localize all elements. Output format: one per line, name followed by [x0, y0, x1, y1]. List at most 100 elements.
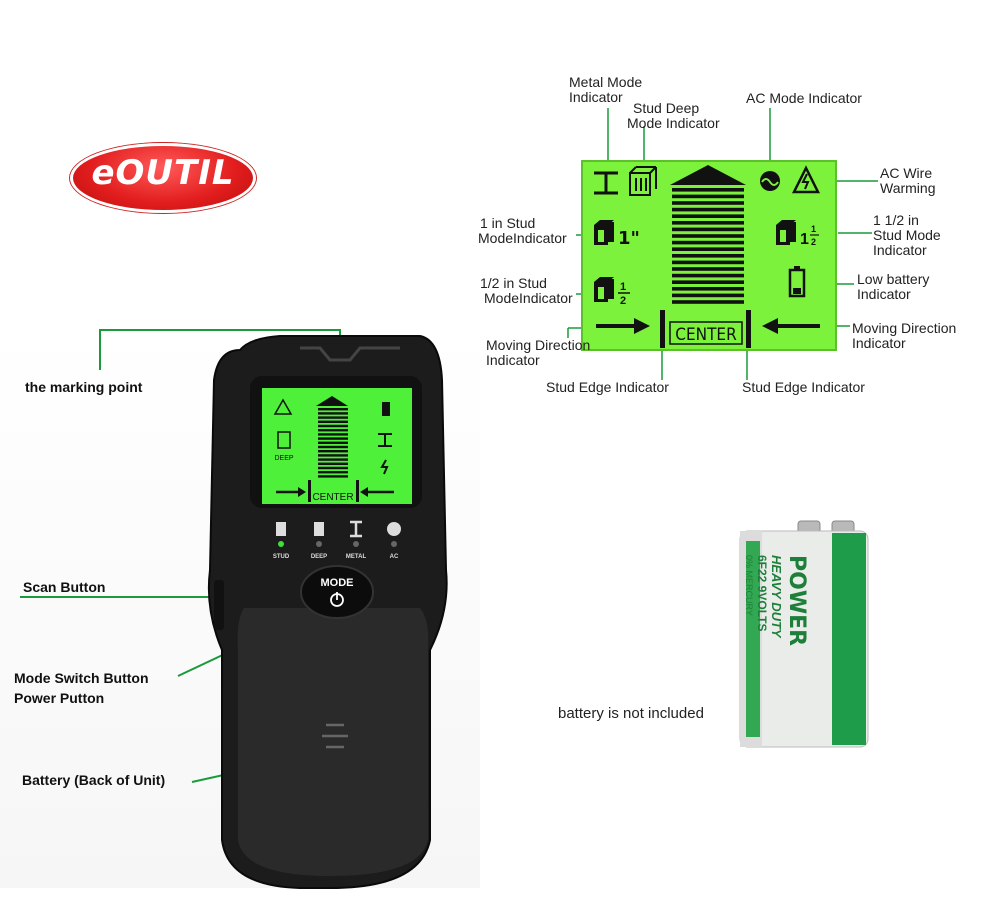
bar-segment [318, 471, 348, 474]
battery-green-band [832, 533, 866, 745]
bar-segment [318, 450, 348, 453]
callout-marking-point: the marking point [25, 379, 143, 395]
low-battery-icon [788, 266, 806, 298]
metal-led [353, 541, 359, 547]
bar-segment [318, 458, 348, 461]
one-and-half-inch-stud-icon [776, 220, 796, 245]
mode-label-ac: AC [390, 554, 399, 560]
battery-line2: 6F22 9VOLTS [755, 555, 769, 631]
screen-bar-arrow [316, 396, 348, 406]
ac-warning-icon [791, 165, 821, 194]
label-stud-edge-right: Stud Edge Indicator [742, 379, 865, 395]
screen-warning-icon [273, 398, 293, 415]
ac-mode-icon-device [387, 522, 401, 536]
one-inch-stud-icon [594, 220, 614, 245]
device-grip [237, 608, 429, 876]
bar-segment [318, 420, 348, 423]
bar-segment [672, 293, 744, 298]
mode-label-deep: DEEP [311, 554, 327, 560]
callout-battery-back: Battery (Back of Unit) [22, 772, 166, 788]
screen-ac-icon [380, 459, 389, 475]
direction-left-arrow [596, 318, 650, 334]
stud-led [278, 541, 284, 547]
lcd-diagram: 1" 1 2 1 1 2 CENTER [567, 108, 878, 380]
screen-deep-icon [277, 431, 291, 449]
direction-right-arrow [762, 318, 820, 334]
one-inch-symbol: 1" [618, 228, 640, 249]
nine-volt-battery: POWER HEAVY DUTY 6F22 9VOLTS 0% MERCURY [739, 520, 869, 748]
bar-segment [672, 287, 744, 291]
mode-button-text: MODE [321, 577, 354, 589]
battery-brand: POWER [784, 555, 809, 646]
bar-segment [672, 188, 744, 192]
bar-segment [318, 462, 348, 465]
bar-segment [672, 247, 744, 251]
bar-segment [672, 300, 744, 304]
metal-mode-icon-device [350, 520, 362, 538]
logo-text: eOUTIL [91, 153, 235, 193]
mode-label-stud: STUD [273, 554, 290, 560]
screen-center-text: CENTER [312, 492, 353, 503]
metal-mode-icon [594, 171, 618, 195]
bar-segment [318, 437, 348, 440]
lcd-bar-arrow [670, 165, 746, 185]
half-numerator: 1 [620, 281, 626, 293]
bar-segment [672, 227, 744, 232]
mode-indicators [276, 520, 401, 547]
bar-segment [672, 273, 744, 278]
lcd-bar-graph [672, 188, 744, 304]
bar-segment [318, 441, 348, 444]
screen-left-arrow [276, 487, 306, 497]
mode-power-button[interactable]: MODE [300, 565, 374, 619]
bar-segment [318, 408, 348, 411]
one-half-numerator: 1 [811, 224, 816, 234]
battery-note: battery is not included [558, 705, 704, 722]
bar-segment [672, 207, 744, 212]
battery-left-stripe [746, 541, 760, 737]
battery-label-text: POWER HEAVY DUTY 6F22 9VOLTS 0% MERCURY [744, 555, 809, 646]
eoutil-logo [70, 143, 256, 213]
screen-deep-text: DEEP [274, 455, 293, 462]
deep-led [316, 541, 322, 547]
half-denominator: 2 [620, 295, 626, 307]
bar-segment [318, 429, 348, 432]
stud-edge-right-bar [746, 310, 751, 348]
bar-segment [672, 267, 744, 271]
screen-edge-right [356, 480, 359, 502]
label-stud-edge-left: Stud Edge Indicator [546, 379, 669, 395]
screen-edge-left [308, 480, 311, 502]
bar-segment [318, 454, 348, 457]
deep-mode-icon [314, 522, 324, 536]
scan-button[interactable] [214, 580, 224, 630]
bar-segment [672, 214, 744, 218]
battery-line3: 0% MERCURY [744, 555, 754, 616]
bar-segment [318, 412, 348, 415]
one-half-denominator: 2 [811, 237, 816, 247]
screen-bar-graph [318, 408, 348, 478]
stud-deep-icon [629, 166, 657, 196]
bar-segment [318, 475, 348, 478]
bar-segment [672, 221, 744, 225]
screen-right-arrow [360, 487, 394, 497]
bar-segment [672, 254, 744, 258]
half-inch-stud-icon [594, 277, 614, 302]
screen-battery-icon [382, 402, 390, 416]
lcd-center-text: CENTER [675, 325, 737, 345]
marking-notch [300, 346, 400, 362]
bar-segment [672, 194, 744, 199]
ac-mode-icon [760, 171, 780, 191]
battery-line1: HEAVY DUTY [769, 555, 784, 639]
center-box [669, 321, 743, 345]
stud-edge-left-bar [660, 310, 665, 348]
bar-segment [318, 466, 348, 470]
stud-mode-icon [276, 522, 286, 536]
screen-metal-icon [378, 433, 392, 447]
bar-segment [318, 424, 348, 428]
